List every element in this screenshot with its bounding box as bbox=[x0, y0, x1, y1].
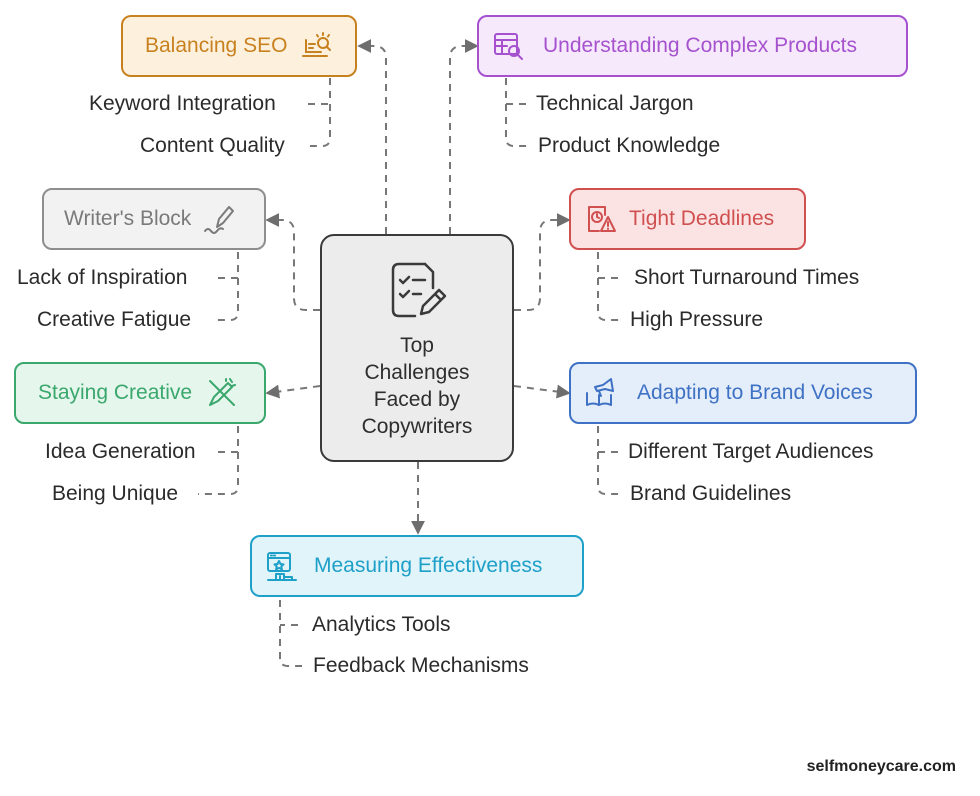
link-block bbox=[265, 213, 320, 311]
sub-item-idea-generation: Idea Generation bbox=[45, 440, 196, 463]
branch-balancing-seo: Balancing SEO bbox=[121, 15, 357, 77]
book-megaphone-icon bbox=[586, 378, 614, 406]
central-topic-box: Top Challenges Faced by Copywriters bbox=[320, 234, 514, 462]
sub-link-block bbox=[216, 252, 239, 321]
branch-label: Balancing SEO bbox=[145, 34, 288, 57]
sub-item-technical-jargon: Technical Jargon bbox=[536, 92, 694, 115]
sub-item-keyword-integration: Keyword Integration bbox=[89, 92, 276, 115]
sub-item-different-target-audiences: Different Target Audiences bbox=[628, 440, 874, 463]
branch-label: Adapting to Brand Voices bbox=[637, 381, 873, 404]
sub-item-lack-of-inspiration: Lack of Inspiration bbox=[17, 266, 188, 289]
link-creative bbox=[265, 384, 321, 399]
link-complex bbox=[449, 39, 479, 234]
checklist-pen-icon bbox=[391, 262, 447, 318]
laptop-search-icon bbox=[302, 32, 332, 57]
sub-item-product-knowledge: Product Knowledge bbox=[538, 134, 721, 157]
branch-adapting-to-brand-voices: Adapting to Brand Voices bbox=[569, 362, 917, 424]
table-search-icon bbox=[494, 33, 523, 60]
branch-measuring-effectiveness: Measuring Effectiveness bbox=[250, 535, 584, 597]
branch-label: Tight Deadlines bbox=[629, 207, 775, 230]
branch-label: Measuring Effectiveness bbox=[314, 554, 543, 577]
sub-link-seo bbox=[308, 78, 331, 147]
branch-label: Writer's Block bbox=[64, 207, 192, 230]
footer-brand: selfmoneycare.com bbox=[806, 758, 956, 775]
clock-warning-icon bbox=[588, 206, 616, 232]
branch-staying-creative: Staying Creative bbox=[14, 362, 266, 424]
link-brand bbox=[513, 384, 571, 399]
sub-item-creative-fatigue: Creative Fatigue bbox=[37, 308, 192, 331]
sub-link-brand bbox=[597, 426, 620, 495]
branch-tight-deadlines: Tight Deadlines bbox=[569, 188, 806, 250]
sub-link-measure bbox=[279, 600, 302, 667]
podium-star-icon bbox=[267, 552, 297, 581]
link-deadlines bbox=[514, 213, 571, 311]
central-topic-title: Top Challenges Faced by Copywriters bbox=[361, 334, 473, 438]
sub-link-deadlines bbox=[597, 252, 620, 321]
sub-item-feedback-mechanisms: Feedback Mechanisms bbox=[313, 654, 529, 677]
sub-link-creative bbox=[198, 426, 239, 495]
sub-item-brand-guidelines: Brand Guidelines bbox=[630, 482, 792, 505]
pen-signature-icon bbox=[204, 206, 235, 234]
sub-item-short-turnaround-times: Short Turnaround Times bbox=[634, 266, 860, 289]
branch-label: Staying Creative bbox=[38, 381, 193, 404]
branch-label: Understanding Complex Products bbox=[543, 34, 857, 57]
pen-crossed-icon bbox=[209, 378, 237, 406]
sub-item-content-quality: Content Quality bbox=[140, 134, 285, 157]
link-seo bbox=[357, 39, 387, 234]
sub-item-high-pressure: High Pressure bbox=[630, 308, 764, 331]
sub-item-being-unique: Being Unique bbox=[52, 482, 179, 505]
branch-writers-block: Writer's Block bbox=[42, 188, 266, 250]
sub-link-complex bbox=[505, 78, 528, 147]
branch-understanding-complex-products: Understanding Complex Products bbox=[477, 15, 908, 77]
sub-item-analytics-tools: Analytics Tools bbox=[312, 613, 451, 636]
